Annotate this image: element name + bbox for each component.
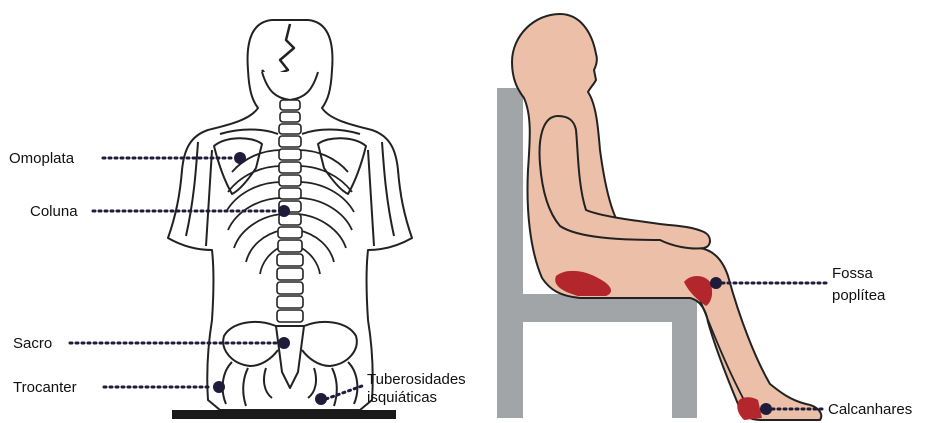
label-trocanter: Trocanter bbox=[13, 379, 77, 396]
marker-fossa bbox=[710, 277, 722, 289]
marker-omoplata bbox=[234, 152, 246, 164]
seated-arm bbox=[540, 116, 710, 249]
label-fossa-line1: Fossa bbox=[832, 265, 874, 282]
chair-front-leg bbox=[672, 294, 697, 418]
label-tuberosidades-line2: isquiáticas bbox=[367, 389, 437, 406]
label-fossa-line2: poplítea bbox=[832, 287, 886, 304]
marker-sacro bbox=[278, 337, 290, 349]
label-sacro: Sacro bbox=[13, 335, 52, 352]
seat-base bbox=[172, 410, 396, 419]
pelvis-right bbox=[302, 322, 357, 366]
marker-tuberosidades bbox=[315, 393, 327, 405]
label-tuberosidades-line1: Tuberosidades bbox=[367, 371, 466, 388]
label-calcanhares: Calcanhares bbox=[828, 401, 912, 418]
marker-trocanter bbox=[213, 381, 225, 393]
back-view-figure bbox=[168, 20, 412, 410]
marker-calcanhares bbox=[760, 403, 772, 415]
label-omoplata: Omoplata bbox=[9, 150, 75, 167]
side-view-figure bbox=[497, 14, 821, 420]
chair-back bbox=[497, 88, 523, 418]
marker-coluna bbox=[278, 205, 290, 217]
label-coluna: Coluna bbox=[30, 203, 78, 220]
